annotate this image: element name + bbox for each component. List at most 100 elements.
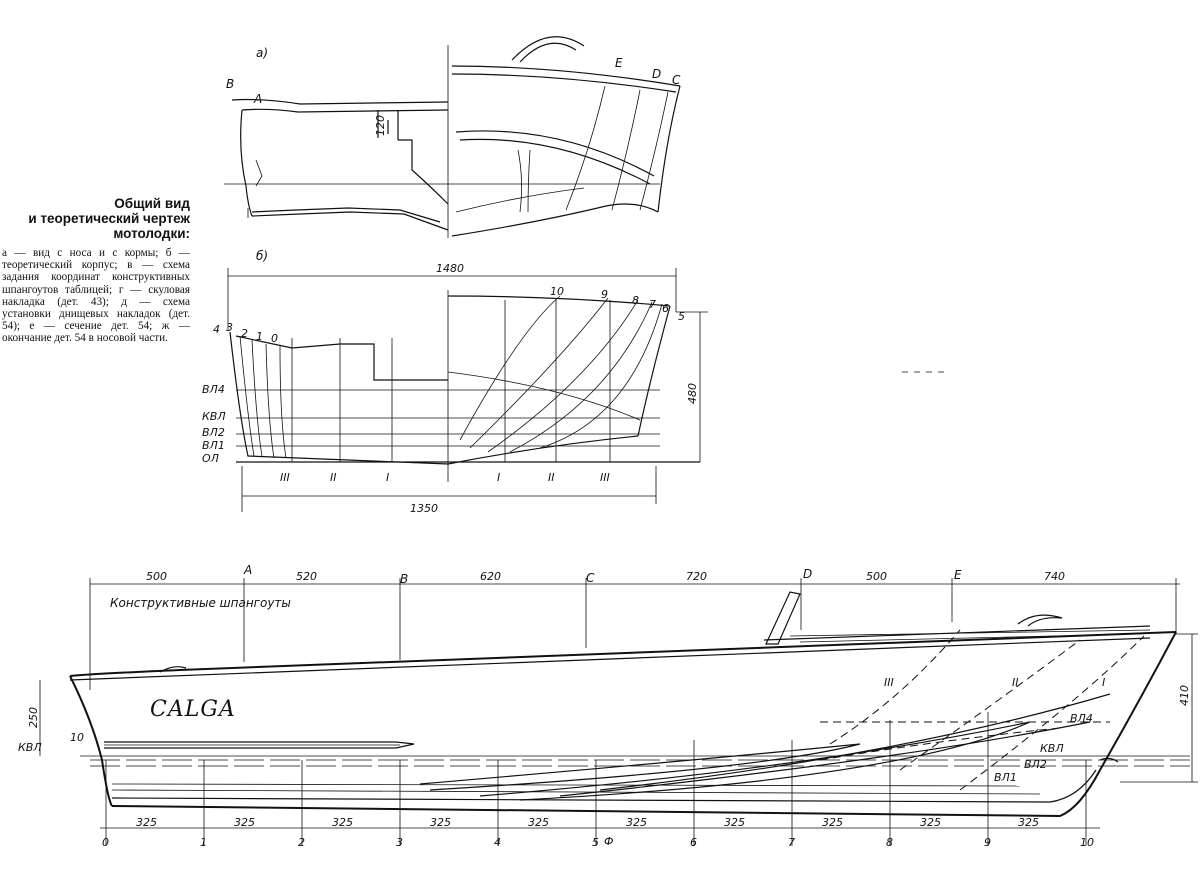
station-num-7: 7 (788, 836, 795, 849)
windshield (765, 591, 801, 645)
bottom-dim-7: 325 (724, 816, 745, 829)
wl1-label: ВЛ1 (202, 439, 225, 452)
caption-title-line-1: Общий вид (114, 196, 190, 211)
side-kvl-left-label: КВЛ (18, 741, 42, 754)
caption-title-line-2: и теоретический чертеж (28, 211, 190, 226)
side-kvl-label: КВЛ (1040, 742, 1064, 755)
station-label-8: 8 (632, 294, 639, 307)
station-label-3: 3 (226, 321, 233, 334)
bow-section-6 (539, 303, 663, 449)
stern-motor-bracket (247, 159, 263, 218)
hull-bow-bottom (111, 631, 1177, 818)
bow-section-7 (509, 301, 653, 453)
station-label-9: 9 (601, 288, 608, 301)
caption-title: Общий вид и теоретический чертеж мотолод… (2, 196, 190, 241)
kvl-label: КВЛ (202, 410, 226, 423)
bow-section-10 (459, 295, 561, 441)
spray-strip-1 (419, 743, 861, 791)
bottom-dim-9: 325 (920, 816, 941, 829)
bottom-dim-4: 325 (430, 816, 451, 829)
windshield-inner (519, 42, 577, 63)
bottom-dim-6: 325 (626, 816, 647, 829)
bottom-dim-8: 325 (822, 816, 843, 829)
top-point-e: Е (954, 568, 962, 582)
side-wl4-label: ВЛ4 (1070, 712, 1093, 725)
bottom-dim-10: 325 (1018, 816, 1039, 829)
top-point-d: D (803, 567, 812, 581)
stern-sheer (231, 98, 449, 113)
buttock-curve-3 (829, 629, 961, 745)
buttock-curve-1 (959, 635, 1145, 791)
top-dim-740: 740 (1044, 570, 1065, 583)
dim-120-lines (377, 110, 399, 140)
spray-strip-2 (479, 721, 1031, 801)
top-dim-520: 520 (296, 570, 317, 583)
buttock-label-left-2: II (330, 471, 337, 484)
station-num-1: 1 (200, 836, 207, 849)
view-a: а) 120 В А Е D С (224, 36, 681, 238)
dim-120: 120 (374, 115, 387, 136)
station-label-4: 4 (213, 323, 220, 336)
bottom-dim-1: 325 (136, 816, 157, 829)
bow-sheer (451, 65, 681, 93)
buttock-label-right-2: II (548, 471, 555, 484)
dim-250: 250 (27, 707, 40, 728)
station-num-0: 0 (102, 836, 109, 849)
side-view: 500 520 620 720 500 740 А В С D Е Констр… (18, 563, 1198, 849)
buttock-label-left-1: I (386, 471, 389, 484)
bow-stem-side (657, 85, 681, 213)
bow-section-9 (469, 297, 609, 449)
buttock-label-3: III (884, 676, 894, 689)
top-dim-720: 720 (686, 570, 707, 583)
station-label-6: 6 (662, 302, 669, 315)
buttock-label-left-3: III (280, 471, 290, 484)
station-label-5: 5 (678, 310, 685, 323)
stern-bottom (251, 211, 449, 231)
bow-deck-line (447, 295, 671, 307)
stern-section-1 (265, 343, 275, 459)
view-b: б) 1480 (202, 249, 946, 515)
caption-text: а — вид с носа и с кормы; б — теоретичес… (2, 247, 190, 345)
view-a-point-b: В (226, 77, 234, 91)
view-a-point-c: С (672, 73, 681, 87)
bow-cleat (1017, 614, 1063, 627)
top-point-c: С (586, 571, 595, 585)
station-label-7: 7 (649, 298, 656, 311)
buttock-label-right-3: III (600, 471, 610, 484)
bottom-dim-3: 325 (332, 816, 353, 829)
dim-10: 10 (70, 731, 84, 744)
station-num-4: 4 (494, 836, 501, 849)
wl4-label: ВЛ4 (202, 383, 225, 396)
chine-line-2 (599, 693, 1111, 791)
top-point-a: А (243, 563, 252, 577)
stern-deck-profile (235, 335, 448, 381)
station-num-8: 8 (886, 836, 893, 849)
top-dim-500-b: 500 (866, 570, 887, 583)
hull-strake-2 (111, 783, 1021, 787)
bow-section-8 (487, 299, 639, 453)
bow-eye (1099, 757, 1119, 763)
top-dim-500-a: 500 (146, 570, 167, 583)
station-num-2: 2 (298, 836, 305, 849)
view-b-label: б) (256, 249, 268, 263)
stern-section-0 (279, 345, 287, 459)
view-a-label: а) (256, 46, 268, 60)
dim-410: 410 (1178, 685, 1191, 706)
station-num-6: 6 (690, 836, 697, 849)
dim-1480: 1480 (436, 262, 464, 275)
station-num-10: 10 (1080, 836, 1094, 849)
buttock-label-2: II (1012, 676, 1019, 689)
buttock-label-1: I (1102, 676, 1105, 689)
station-num-9: 9 (984, 836, 991, 849)
station-num-5: 5 (592, 836, 599, 849)
bottom-dim-2: 325 (234, 816, 255, 829)
water-surface (90, 759, 1190, 767)
stern-seat (398, 139, 449, 205)
station-label-1: 1 (256, 330, 263, 343)
side-wl2-label: ВЛ2 (1024, 758, 1047, 771)
stern-rail (159, 666, 187, 673)
caption-title-line-3: мотолодки: (113, 226, 190, 241)
hull-keel-inner (111, 769, 1097, 803)
bow-chine-line (447, 371, 641, 421)
